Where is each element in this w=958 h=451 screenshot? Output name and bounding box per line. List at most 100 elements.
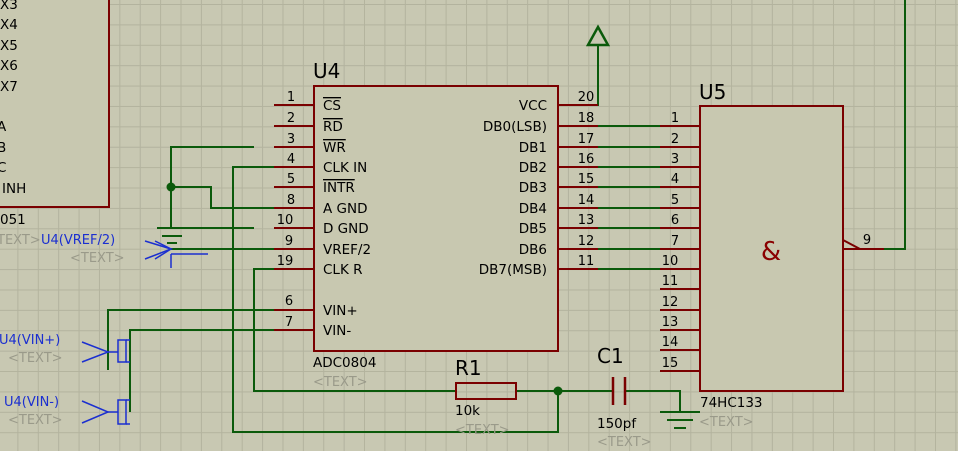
- r1-ref: R1: [455, 356, 482, 380]
- u4-pin-number: 13: [578, 213, 595, 228]
- u4-pin-number: 3: [287, 132, 295, 147]
- u5-pin-number: 11: [662, 274, 679, 289]
- vin-minus-terminal-icon[interactable]: [81, 399, 130, 425]
- vin-plus-terminal-placeholder: <TEXT>: [8, 351, 63, 366]
- u5-pin-number: 14: [662, 335, 679, 350]
- u5-ref: U5: [699, 80, 726, 104]
- left-chip-name: 051: [0, 212, 26, 228]
- u4-right-pin-stubs: [558, 104, 598, 270]
- u4-pin-name: VCC: [519, 98, 547, 114]
- capacitor-c1[interactable]: [611, 377, 627, 405]
- u5-pin-number: 15: [662, 356, 679, 371]
- vin-minus-terminal-label: U4(VIN-): [4, 395, 59, 410]
- u4-pin-number: 19: [277, 254, 294, 269]
- u4-pin-number: 6: [285, 294, 293, 309]
- u5-output-pin-number: 9: [863, 233, 871, 248]
- u5-text-placeholder: <TEXT>: [699, 415, 754, 430]
- u4-pin-number: 20: [578, 90, 595, 105]
- left-chip-pin-a: A: [0, 119, 7, 135]
- u4-pin-number: 12: [578, 234, 595, 249]
- vref-terminal-placeholder: <TEXT>: [70, 251, 125, 266]
- u4-pin-name: DB5: [519, 221, 547, 237]
- u4-pin-number: 8: [287, 193, 295, 208]
- u4-pin-name: CS: [323, 98, 341, 114]
- u4-pin-number: 1: [287, 90, 295, 105]
- u4-pin-name: A GND: [323, 201, 367, 217]
- u4-pin-name: DB0(LSB): [483, 119, 547, 135]
- chip-u5[interactable]: [699, 105, 844, 392]
- u4-pin-number: 15: [578, 172, 595, 187]
- u5-pin-number: 13: [662, 315, 679, 330]
- u4-pin-name: WR: [323, 140, 346, 156]
- left-chip-pin-c: C: [0, 160, 6, 176]
- u5-pin-number: 1: [671, 111, 679, 126]
- vref-terminal-icon[interactable]: [144, 240, 208, 268]
- u5-pin-number: 3: [671, 152, 679, 167]
- u5-pin-number: 5: [671, 193, 679, 208]
- left-chip-pin-x4: X4: [0, 17, 18, 33]
- u5-pin-number: 12: [662, 295, 679, 310]
- u4-left-pin-stubs: [274, 104, 314, 331]
- junction-dot: [553, 386, 563, 396]
- c1-text-placeholder: <TEXT>: [597, 435, 652, 450]
- ground-icon[interactable]: [157, 227, 187, 244]
- vin-plus-terminal-icon[interactable]: [81, 339, 130, 363]
- u4-pin-number: 2: [287, 111, 295, 126]
- left-chip-pin-x6: X6: [0, 58, 18, 74]
- left-chip-pin-x3: X3: [0, 0, 18, 13]
- u5-pin-number: 6: [671, 213, 679, 228]
- r1-value: 10k: [455, 403, 480, 419]
- u5-pin-number: 7: [671, 234, 679, 249]
- u4-pin-number: 16: [578, 152, 595, 167]
- u5-input-pin-stubs: [660, 125, 884, 372]
- u4-pin-number: 4: [287, 152, 295, 167]
- u4-pin-name: DB1: [519, 140, 547, 156]
- u4-pin-name: DB3: [519, 180, 547, 196]
- chip-u4[interactable]: [313, 85, 559, 352]
- vcc-arrow-icon[interactable]: [585, 24, 611, 47]
- vin-plus-terminal-label: U4(VIN+): [0, 333, 60, 348]
- u4-pin-number: 11: [578, 254, 595, 269]
- left-chip-pin-x5: X5: [0, 38, 18, 54]
- u4-pin-number: 17: [578, 132, 595, 147]
- u4-pin-name: CLK IN: [323, 160, 367, 176]
- u4-pin-number: 7: [285, 315, 293, 330]
- u4-pin-name: VIN+: [323, 303, 358, 319]
- c1-ref: C1: [597, 344, 624, 368]
- left-chip-pin-b: B: [0, 140, 6, 156]
- left-chip[interactable]: X3 X4 X5 X6 X7 A B C INH: [0, 0, 110, 208]
- u4-pin-name: CLK R: [323, 262, 362, 278]
- u5-pin-number: 10: [662, 254, 679, 269]
- u4-pin-number: 10: [277, 213, 294, 228]
- u4-pin-number: 5: [287, 172, 295, 187]
- r1-text-placeholder: <TEXT>: [455, 423, 510, 438]
- u4-pin-name: D GND: [323, 221, 369, 237]
- u4-pin-number: 14: [578, 193, 595, 208]
- u4-pin-name: RD: [323, 119, 343, 135]
- left-chip-pin-x7: X7: [0, 79, 18, 95]
- u4-text-placeholder: <TEXT>: [313, 375, 368, 390]
- vin-minus-terminal-placeholder: <TEXT>: [8, 413, 63, 428]
- u4-pin-name: DB2: [519, 160, 547, 176]
- junction-dot: [166, 182, 176, 192]
- u4-pin-name: VREF/2: [323, 242, 371, 258]
- u4-pin-number: 9: [285, 234, 293, 249]
- u4-pin-name: DB7(MSB): [479, 262, 547, 278]
- c1-value: 150pf: [597, 416, 637, 432]
- u4-ref: U4: [313, 59, 340, 83]
- ground-icon[interactable]: [660, 411, 700, 429]
- u5-pin-number: 2: [671, 132, 679, 147]
- u5-part: 74HC133: [700, 395, 763, 411]
- u4-pin-name: DB4: [519, 201, 547, 217]
- vref-terminal-label: U4(VREF/2): [41, 233, 115, 248]
- u5-and-symbol: &: [761, 237, 781, 267]
- left-chip-text-placeholder: TEXT>: [0, 233, 41, 248]
- u4-pin-name: DB6: [519, 242, 547, 258]
- u4-part: ADC0804: [313, 355, 376, 371]
- left-chip-pin-inh: INH: [2, 181, 26, 197]
- resistor-r1[interactable]: [455, 382, 517, 400]
- u4-pin-number: 18: [578, 111, 595, 126]
- u4-pin-name: VIN-: [323, 323, 351, 339]
- u5-pin-number: 4: [671, 172, 679, 187]
